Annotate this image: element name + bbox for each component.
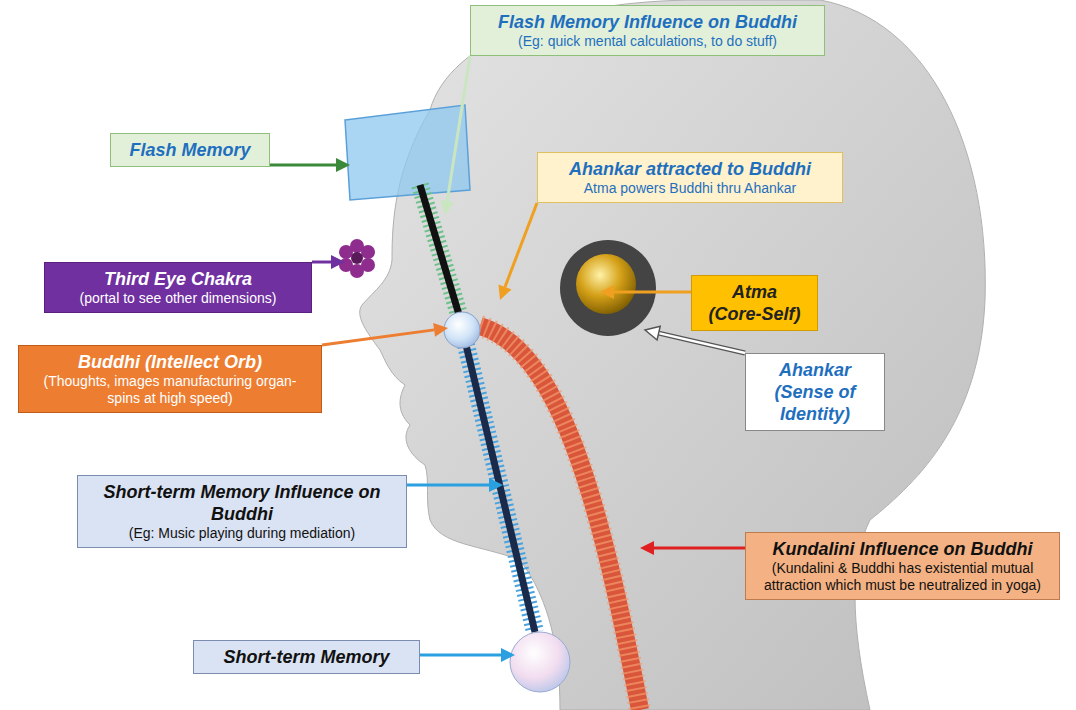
label-box: Short-term Memory [193, 640, 420, 674]
leader-head [600, 285, 614, 299]
leader-line [654, 547, 745, 550]
ahankar-halo [560, 240, 656, 336]
label-box: Atma(Core-Self) [691, 275, 818, 331]
leader-head [433, 323, 448, 337]
label-box: Third Eye Chakra(portal to see other dim… [44, 262, 312, 313]
leader-head [336, 158, 350, 172]
leader-arrow [600, 285, 691, 299]
label-box: Ahankar(Sense of Identity) [745, 353, 885, 431]
leader-line [505, 203, 537, 287]
label-heading: Kundalini Influence on Buddhi [754, 538, 1051, 560]
label-note: Atma powers Buddhi thru Ahankar [546, 180, 834, 197]
leader-arrow [407, 478, 503, 492]
leader-arrow [498, 203, 537, 300]
leader-line [420, 654, 501, 657]
leader-head [645, 326, 660, 340]
leader-line [322, 330, 434, 345]
short-term-memory-orb [510, 632, 570, 692]
leader-head [501, 648, 515, 662]
label-heading: Buddhi (Intellect Orb) [27, 351, 313, 373]
flash-memory-panel [345, 105, 470, 200]
leader-line [270, 164, 336, 167]
label-heading: Short-term Memory [202, 646, 411, 668]
label-heading: Atma [700, 281, 809, 303]
leader-outline [659, 333, 745, 353]
leader-arrow [440, 56, 470, 215]
label-note: (Thoughts, images manufacturing organ- s… [27, 373, 313, 407]
atma-orb [576, 254, 636, 314]
label-note: (Kundalini & Buddhi has existential mutu… [754, 560, 1051, 594]
label-note: (portal to see other dimensions) [53, 290, 303, 307]
label-note: (Core-Self) [700, 303, 809, 325]
label-box: Kundalini Influence on Buddhi(Kundalini … [745, 532, 1060, 600]
leader-arrow [640, 541, 745, 555]
short-memory-rod-fuzz [466, 345, 535, 632]
buddhi-orb [444, 312, 480, 348]
flash-rod-fuzz [420, 185, 460, 318]
kundalini-rope-fuzz [480, 326, 640, 710]
flash-rod [420, 185, 460, 318]
leader-head [489, 478, 503, 492]
label-heading: Flash Memory [119, 139, 261, 161]
leader-arrow [420, 648, 515, 662]
leader-head [640, 541, 654, 555]
short-memory-rod [466, 345, 535, 632]
leader-line [447, 56, 470, 201]
kundalini-rope [480, 326, 640, 710]
label-box: Ahankar attracted to BuddhiAtma powers B… [537, 152, 843, 203]
leader-head [440, 200, 454, 215]
leader-line [407, 484, 489, 487]
label-heading: Flash Memory Influence on Buddhi [479, 11, 816, 33]
leader-arrow [312, 255, 345, 269]
leader-arrow [270, 158, 350, 172]
label-heading: Ahankar attracted to Buddhi [546, 158, 834, 180]
leader-head [331, 255, 345, 269]
label-note: (Sense of Identity) [754, 381, 876, 425]
third-eye-flower [339, 239, 375, 278]
leader-head [498, 284, 511, 300]
leader-line [312, 261, 331, 264]
label-heading: Ahankar [754, 359, 876, 381]
label-note: (Eg: Music playing during mediation) [86, 525, 398, 542]
leader-line [614, 291, 691, 294]
leader-arrow [322, 323, 448, 345]
label-heading: Third Eye Chakra [53, 268, 303, 290]
label-note: (Eg: quick mental calculations, to do st… [479, 33, 816, 50]
label-box: Flash Memory [110, 133, 270, 167]
label-box: Flash Memory Influence on Buddhi(Eg: qui… [470, 5, 825, 56]
label-box: Short-term Memory Influence on Buddhi(Eg… [77, 475, 407, 548]
label-heading: Short-term Memory Influence on Buddhi [86, 481, 398, 525]
leader-line [659, 333, 745, 353]
label-box: Buddhi (Intellect Orb)(Thoughts, images … [18, 345, 322, 413]
